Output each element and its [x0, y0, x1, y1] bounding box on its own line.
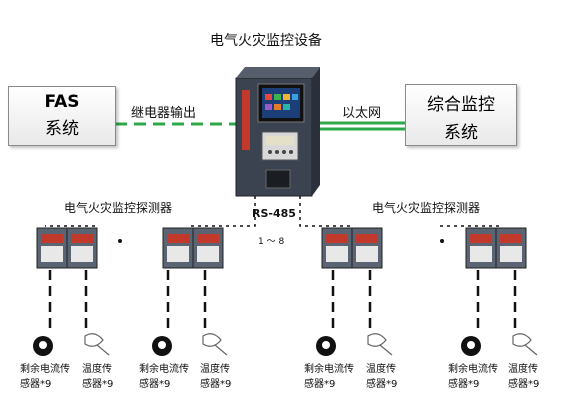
monitor-box-line1: 综合监控 [427, 95, 495, 115]
integrated-monitor-box: 综合监控 系统 [405, 84, 517, 146]
temp-sensor-label-1: 温度传 感器*9 [82, 364, 114, 390]
rs485-label: RS-485 [252, 207, 296, 220]
fas-box-line2: 系统 [45, 119, 79, 139]
relay-output-label: 继电器输出 [131, 106, 197, 121]
fas-system-box: FAS 系统 [8, 86, 116, 146]
diagram-title: 电气火灾监控设备 [210, 33, 322, 49]
detector-pair-3 [321, 227, 383, 269]
detector-pair-1 [36, 227, 98, 269]
detector-group-label-left: 电气火灾监控探测器 [64, 201, 173, 215]
rs485-bus-right [299, 196, 500, 227]
fas-box-line1: FAS [44, 92, 80, 112]
fire-monitor-cabinet [235, 67, 320, 197]
temp-sensor-label-3: 温度传 感器*9 [366, 364, 398, 390]
residual-sensor-label-3: 剩余电流传 感器*9 [304, 364, 354, 390]
temp-sensor-label-4: 温度传 感器*9 [508, 364, 540, 390]
rs485-bus-left [45, 196, 256, 227]
residual-sensor-label-2: 剩余电流传 感器*9 [139, 364, 189, 390]
temp-sensor-label-2: 温度传 感器*9 [200, 364, 232, 390]
detector-pair-2 [162, 227, 224, 269]
sensor-links [48, 270, 517, 333]
residual-sensor-label-4: 剩余电流传 感器*9 [448, 364, 498, 390]
detector-pair-4 [465, 227, 527, 269]
monitor-box-line2: 系统 [444, 123, 478, 143]
detector-group-label-right: 电气火灾监控探测器 [372, 201, 481, 215]
rs485-range: 1 ～ 8 [258, 237, 285, 247]
residual-sensor-label-1: 剩余电流传 感器*9 [20, 364, 70, 390]
residual-current-sensor-icons [33, 336, 481, 356]
temperature-sensor-icons [84, 333, 538, 356]
ethernet-label: 以太网 [342, 106, 382, 121]
